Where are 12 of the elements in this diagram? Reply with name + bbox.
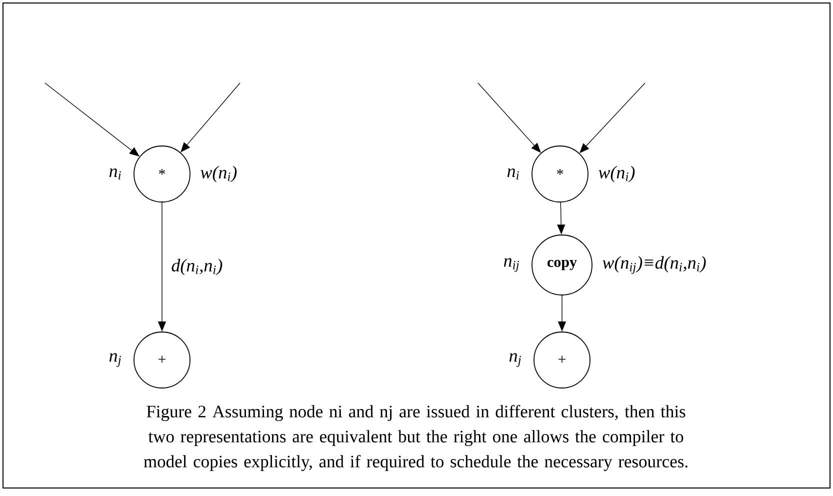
node-label: w(n$_{ij}$)≡d(n$_{i}$,n$_{i}$) bbox=[602, 256, 706, 274]
arrow bbox=[180, 82, 240, 152]
edge-label: d(n$_{i}$,n$_{i}$) bbox=[172, 258, 222, 276]
node-label: w(n$_{i}$) bbox=[598, 166, 635, 182]
node-label: n$_{i}$ bbox=[109, 168, 121, 180]
node-label: n$_{i}$ bbox=[507, 168, 519, 180]
node-label: n$_{j}$ bbox=[109, 353, 121, 367]
arrow bbox=[478, 82, 541, 153]
node-label: n$_{j}$ bbox=[509, 353, 521, 367]
caption: Figure 2 Assuming node ni and nj are issued in different clusters, then this two representations are equivalent but the right one allows the compiler to model copies explicitly, and if required to schedule the necessary resources. bbox=[144, 404, 688, 472]
node-label: n$_{ij}$ bbox=[504, 258, 519, 272]
node-label: w(n$_{i}$) bbox=[200, 166, 237, 182]
